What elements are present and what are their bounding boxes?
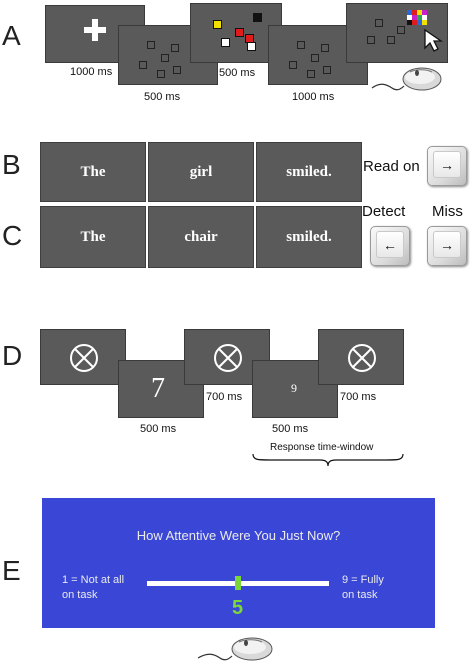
read-on-label: Read on [363,158,420,175]
timing-label: 500 ms [272,423,309,435]
placeholder-square [387,36,395,44]
placeholder-square [161,54,169,62]
fixation-cross-icon [84,19,106,41]
right-arrow-icon: → [433,231,461,258]
timing-label: 500 ms [144,91,181,103]
panel-d-letter: D [2,340,23,371]
sentence-word: chair [148,206,254,268]
sentence-word: The [40,142,146,202]
digit-stimulus: 9 [291,381,297,395]
response-window-label: Response time-window [270,442,374,453]
left-arrow-icon: ← [376,231,404,258]
circled-x-mask-icon [348,344,376,372]
placeholder-square [171,44,179,52]
scale-min-label: 1 = Not at all [62,574,125,586]
timing-label: 1000 ms [292,91,335,103]
placeholder-square [311,54,319,62]
digit-stimulus: 7 [151,373,165,404]
placeholder-square [367,36,375,44]
timing-label: 1000 ms [70,66,113,78]
right-arrow-key: → [427,226,467,266]
sentence-word: The [40,206,146,268]
sentence-word: smiled. [256,142,362,202]
response-window-brace [252,453,404,467]
circled-x-mask-icon [70,344,98,372]
placeholder-square [321,44,329,52]
colored-square [221,38,230,47]
placeholder-square [397,26,405,34]
placeholder-screen [118,25,218,85]
sentence-word: smiled. [256,206,362,268]
panel-e-letter: E [2,555,21,586]
miss-label: Miss [432,203,463,220]
rating-screen: How Attentive Were You Just Now? 1 = Not… [42,498,435,628]
placeholder-square [307,70,315,78]
timing-label: 700 ms [340,391,377,403]
left-arrow-key: ← [370,226,410,266]
mouse-icon [371,67,442,91]
scale-max-label: on task [342,589,378,601]
detect-label: Detect [362,203,406,220]
circled-x-mask-icon [214,344,242,372]
cursor-arrow-icon [424,28,444,52]
colored-square [253,13,262,22]
panel-c-letter: C [2,220,23,251]
rating-question: How Attentive Were You Just Now? [136,528,341,543]
scale-max-label: 9 = Fully [342,574,384,586]
right-arrow-key: → [427,146,467,186]
scale-min-label: on task [62,589,98,601]
placeholder-square [375,19,383,27]
timing-label: 500 ms [140,423,177,435]
memory-array-screen [190,3,282,63]
colored-square [247,42,256,51]
placeholder-square [297,41,305,49]
placeholder-square [147,41,155,49]
panel-a-letter: A [2,20,21,51]
timing-label: 500 ms [219,67,256,79]
rating-slider-marker[interactable] [235,576,241,590]
sentence-word: girl [148,142,254,202]
colored-square [235,28,244,37]
color-palette [407,10,428,28]
timing-label: 700 ms [206,391,243,403]
placeholder-square [139,61,147,69]
colored-square [213,20,222,29]
mask-screen [318,329,404,385]
panel-b-letter: B [2,149,21,180]
rating-value: 5 [232,597,244,619]
placeholder-square [323,66,331,74]
mask-screen [40,329,126,385]
response-screen [346,3,448,63]
placeholder-square [289,61,297,69]
mouse-icon [197,637,273,661]
right-arrow-icon: → [433,151,461,178]
placeholder-square [157,70,165,78]
placeholder-square [173,66,181,74]
